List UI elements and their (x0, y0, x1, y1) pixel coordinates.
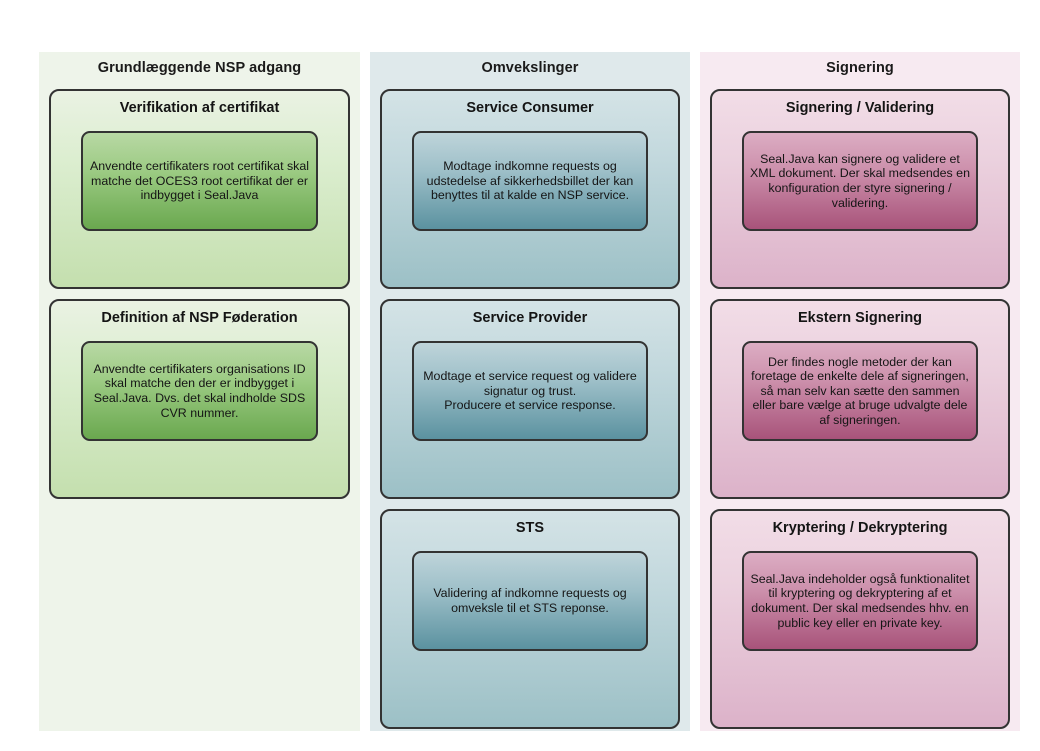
card-title: Kryptering / Dekryptering (772, 520, 948, 536)
card-note: Anvendte certifikaters organisations ID … (81, 341, 318, 441)
card-kryptering-dekryptering[interactable]: Kryptering / Dekryptering Seal.Java inde… (710, 509, 1010, 729)
card-definition-af-nsp-foederation[interactable]: Definition af NSP Føderation Anvendte ce… (49, 299, 350, 499)
column-title: Grundlæggende NSP adgang (97, 60, 302, 76)
card-verifikation-af-certifikat[interactable]: Verifikation af certifikat Anvendte cert… (49, 89, 350, 289)
diagram-column-omvekslinger: Omvekslinger Service Consumer Modtage in… (370, 52, 690, 731)
card-note: Modtage indkomne requests og udstedelse … (412, 131, 648, 231)
diagram-column-grundlaeggende-nsp-adgang: Grundlæggende NSP adgang Verifikation af… (39, 52, 360, 731)
card-ekstern-signering[interactable]: Ekstern Signering Der findes nogle metod… (710, 299, 1010, 499)
card-note: Seal.Java indeholder også funktionalitet… (742, 551, 978, 651)
card-note-text: Modtage et service request og validere s… (423, 369, 637, 413)
card-title: Signering / Validering (785, 100, 935, 116)
column-card-list: Verifikation af certifikat Anvendte cert… (39, 89, 360, 499)
card-service-provider[interactable]: Service Provider Modtage et service requ… (380, 299, 680, 499)
card-service-consumer[interactable]: Service Consumer Modtage indkomne reques… (380, 89, 680, 289)
column-title: Signering (826, 60, 894, 76)
card-note-text: Anvendte certifikaters organisations ID … (93, 361, 306, 420)
card-note: Der findes nogle metoder der kan foretag… (742, 341, 978, 441)
column-card-list: Service Consumer Modtage indkomne reques… (370, 89, 690, 729)
card-note-text: Der findes nogle metoder der kan foretag… (751, 354, 969, 427)
card-note: Anvendte certifikaters root certifikat s… (81, 131, 318, 231)
card-note-text: Validering af indkomne requests og omvek… (433, 586, 627, 615)
card-note: Seal.Java kan signere og validere et XML… (742, 131, 978, 231)
card-note: Validering af indkomne requests og omvek… (412, 551, 648, 651)
card-note-text: Seal.Java indeholder også funktionalitet… (750, 571, 970, 630)
card-sts[interactable]: STS Validering af indkomne requests og o… (380, 509, 680, 729)
card-title: STS (515, 520, 545, 536)
card-signering-validering[interactable]: Signering / Validering Seal.Java kan sig… (710, 89, 1010, 289)
card-title: Verifikation af certifikat (119, 100, 280, 116)
card-title: Definition af NSP Føderation (101, 310, 298, 326)
card-title: Ekstern Signering (797, 310, 923, 326)
column-card-list: Signering / Validering Seal.Java kan sig… (700, 89, 1020, 729)
card-note-text: Anvendte certifikaters root certifikat s… (90, 159, 309, 203)
card-note-text: Seal.Java kan signere og validere et XML… (750, 151, 970, 210)
card-note: Modtage et service request og validere s… (412, 341, 648, 441)
diagram-column-signering: Signering Signering / Validering Seal.Ja… (700, 52, 1020, 731)
column-title: Omvekslinger (481, 60, 579, 76)
card-note-text: Modtage indkomne requests og udstedelse … (426, 159, 634, 203)
card-title: Service Provider (472, 310, 588, 326)
card-title: Service Consumer (466, 100, 594, 116)
